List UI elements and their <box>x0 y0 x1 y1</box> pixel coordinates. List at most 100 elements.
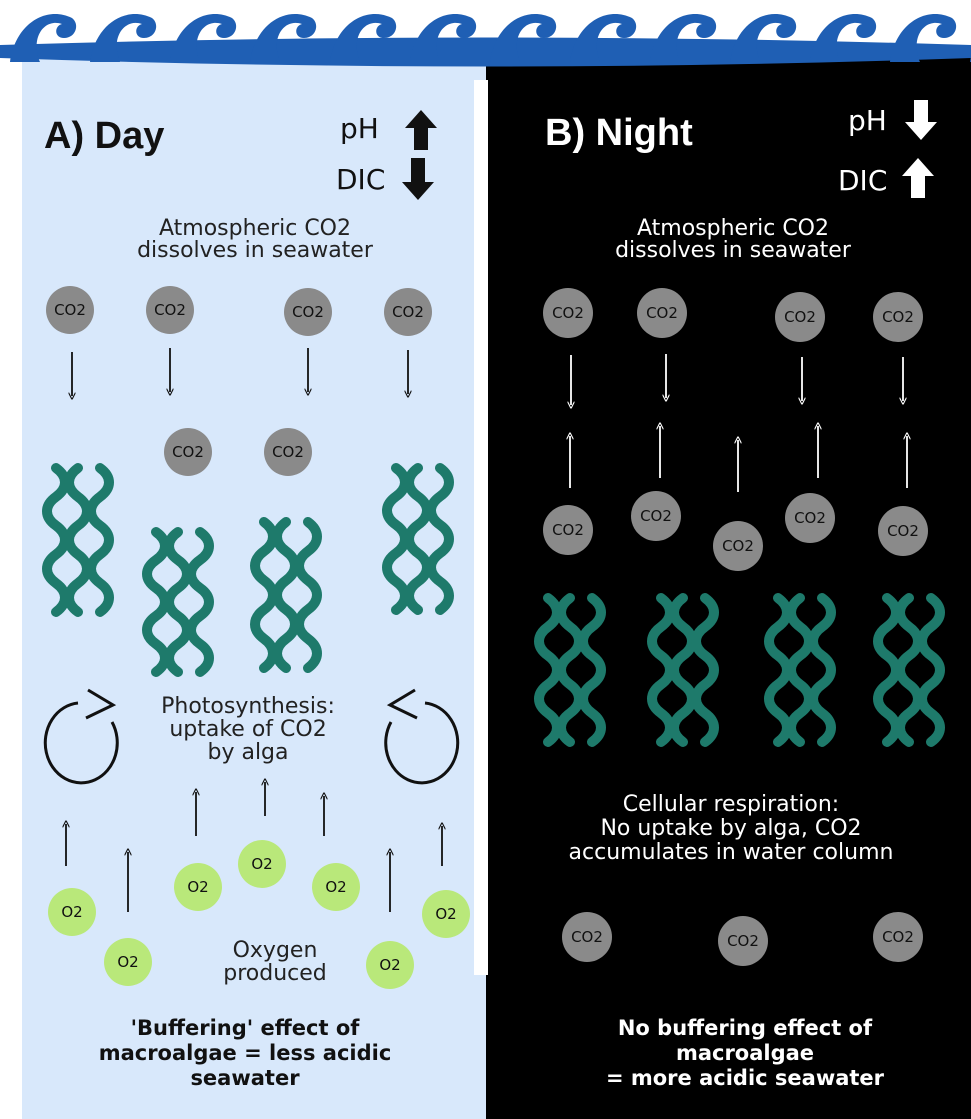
wave-crest-icon <box>650 14 717 62</box>
co2-molecule: CO2 <box>284 288 332 336</box>
svg-text:CO2: CO2 <box>794 509 826 527</box>
svg-text:CO2: CO2 <box>272 443 304 461</box>
wave-crest-icon <box>410 14 477 62</box>
svg-text:CO2: CO2 <box>640 507 672 525</box>
day-oxygen-line2: produced <box>223 961 327 986</box>
day-dic-label: DIC <box>336 163 385 196</box>
night-ph-down-arrow-icon <box>905 100 937 140</box>
co2-molecule: CO2 <box>543 505 593 555</box>
svg-text:CO2: CO2 <box>887 522 919 540</box>
day-process-line1: Photosynthesis: <box>161 694 335 719</box>
svg-text:CO2: CO2 <box>292 303 324 321</box>
night-conclusion-line2: macroalgae <box>676 1041 814 1065</box>
svg-text:CO2: CO2 <box>882 308 914 326</box>
co2-molecule: CO2 <box>873 292 923 342</box>
svg-text:CO2: CO2 <box>571 928 603 946</box>
svg-text:CO2: CO2 <box>54 301 86 319</box>
day-dic-down-arrow-icon <box>402 158 434 200</box>
co2-molecule: CO2 <box>631 491 681 541</box>
day-conclusion-line2: macroalgae = less acidic <box>99 1041 392 1065</box>
svg-text:CO2: CO2 <box>727 932 759 950</box>
svg-text:CO2: CO2 <box>882 928 914 946</box>
night-arrows <box>570 354 907 492</box>
svg-text:O2: O2 <box>435 905 456 923</box>
day-conclusion-line1: 'Buffering' effect of <box>131 1016 361 1040</box>
wave-band <box>0 37 971 67</box>
night-conclusion-line1: No buffering effect of <box>618 1016 873 1040</box>
day-oxygen-line1: Oxygen <box>233 938 318 963</box>
svg-text:CO2: CO2 <box>154 301 186 319</box>
day-seaweed <box>42 463 454 677</box>
co2-molecule: CO2 <box>775 292 825 342</box>
seaweed-icon <box>250 517 322 673</box>
co2-molecule: CO2 <box>637 288 687 338</box>
wave-crest-icon <box>570 14 637 62</box>
co2-molecule: CO2 <box>713 521 763 571</box>
co2-molecule: CO2 <box>562 912 612 962</box>
wave-crest-icon <box>890 14 957 62</box>
co2-molecule: CO2 <box>873 912 923 962</box>
seaweed-icon <box>873 593 945 747</box>
svg-text:O2: O2 <box>379 956 400 974</box>
day-cycle-right-icon <box>384 688 460 785</box>
wave-crest-icon <box>90 14 157 62</box>
seaweed-icon <box>382 463 454 615</box>
day-conclusion-line3: seawater <box>190 1066 300 1090</box>
panel-divider <box>474 80 488 975</box>
svg-text:CO2: CO2 <box>552 304 584 322</box>
co2-molecule: CO2 <box>878 506 928 556</box>
night-title: B) Night <box>545 112 693 154</box>
o2-molecule: O2 <box>174 863 222 911</box>
svg-text:O2: O2 <box>251 855 272 873</box>
night-process-line3: accumulates in water column <box>569 840 894 865</box>
o2-molecule: O2 <box>312 863 360 911</box>
seaweed-icon <box>42 463 114 617</box>
co2-molecule: CO2 <box>46 286 94 334</box>
day-ph-label: pH <box>340 112 379 145</box>
co2-molecule: CO2 <box>146 286 194 334</box>
wave-crest-icon <box>10 14 77 62</box>
o2-molecule: O2 <box>104 938 152 986</box>
seaweed-icon <box>647 593 719 747</box>
svg-text:CO2: CO2 <box>646 304 678 322</box>
seaweed-icon <box>534 593 606 747</box>
svg-text:O2: O2 <box>117 953 138 971</box>
night-atmospheric-line2: dissolves in seawater <box>615 238 852 263</box>
svg-text:CO2: CO2 <box>172 443 204 461</box>
o2-molecule: O2 <box>366 941 414 989</box>
co2-molecule: CO2 <box>164 428 212 476</box>
svg-text:O2: O2 <box>61 903 82 921</box>
wave-crest-icon <box>170 14 237 62</box>
day-process-line3: by alga <box>207 740 288 765</box>
svg-text:O2: O2 <box>325 878 346 896</box>
co2-molecule: CO2 <box>264 428 312 476</box>
night-dic-label: DIC <box>838 164 887 197</box>
o2-molecule: O2 <box>238 840 286 888</box>
svg-text:CO2: CO2 <box>552 521 584 539</box>
day-atmospheric-line2: dissolves in seawater <box>137 238 374 263</box>
svg-text:CO2: CO2 <box>784 308 816 326</box>
wave-crest-icon <box>490 14 557 62</box>
night-ph-label: pH <box>848 104 887 137</box>
seaweed-icon <box>764 593 836 747</box>
seaweed-icon <box>142 527 214 677</box>
wave-crest-icon <box>730 14 797 62</box>
svg-text:CO2: CO2 <box>392 303 424 321</box>
day-arrows <box>66 348 442 912</box>
night-process-line2: No uptake by alga, CO2 <box>600 816 861 841</box>
night-process-line1: Cellular respiration: <box>623 792 839 817</box>
wave-crest-icon <box>810 14 877 62</box>
o2-molecule: O2 <box>422 890 470 938</box>
day-cycle-left-icon <box>43 688 119 785</box>
wave-border <box>0 14 971 67</box>
wave-crest-icon <box>330 14 397 62</box>
day-ph-up-arrow-icon <box>405 110 437 150</box>
co2-molecule: CO2 <box>785 493 835 543</box>
day-atmospheric-line1: Atmospheric CO2 <box>159 216 351 241</box>
co2-molecule: CO2 <box>718 916 768 966</box>
svg-text:CO2: CO2 <box>722 537 754 555</box>
day-process-line2: uptake of CO2 <box>169 717 326 742</box>
night-dic-up-arrow-icon <box>902 158 934 198</box>
